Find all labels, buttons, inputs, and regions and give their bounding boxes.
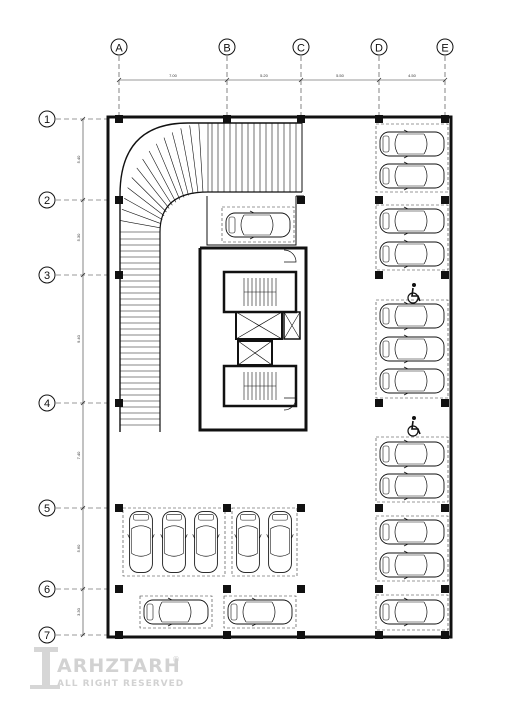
column-square	[223, 504, 231, 512]
structural-columns	[115, 115, 449, 639]
parked-cars	[128, 129, 445, 627]
column-square	[115, 504, 123, 512]
column-square	[297, 115, 305, 123]
car-icon	[227, 597, 293, 627]
car-icon	[267, 512, 294, 573]
parking-stalls	[122, 123, 449, 631]
grid-row-label: 4	[44, 398, 50, 410]
column-square	[115, 631, 123, 639]
car-icon	[379, 366, 445, 396]
column-square	[375, 115, 383, 123]
wheelchair-icon	[407, 416, 421, 437]
column-square	[375, 196, 383, 204]
watermark-logo-icon	[30, 647, 60, 689]
column-square	[375, 271, 383, 279]
watermark-tagline: ALL RIGHT RESERVED	[57, 679, 185, 689]
car-icon	[379, 129, 445, 159]
column-square	[441, 271, 449, 279]
column-square	[115, 196, 123, 204]
car-icon	[379, 239, 445, 269]
column-square	[297, 585, 305, 593]
column-square	[297, 196, 305, 204]
column-square	[297, 631, 305, 639]
car-icon	[161, 512, 188, 573]
car-icon	[379, 439, 445, 469]
car-icon	[379, 517, 445, 547]
dimension-lines: 7.00 5.20 5.50 4.50 5.40 5.30 9.40 7.40 5.60 3.30	[76, 73, 448, 638]
column-square	[375, 585, 383, 593]
column-dimension: 4.50	[408, 73, 417, 78]
column-square	[441, 504, 449, 512]
car-icon	[225, 210, 291, 240]
column-square	[115, 115, 123, 123]
grid-column-label: B	[223, 43, 230, 55]
row-dimension: 3.30	[76, 607, 81, 616]
column-square	[223, 631, 231, 639]
column-square	[441, 585, 449, 593]
ramp	[119, 122, 303, 432]
column-dimension: 5.50	[336, 73, 345, 78]
car-icon	[193, 512, 220, 573]
column-square	[223, 115, 231, 123]
car-icon	[379, 206, 445, 236]
car-icon	[235, 512, 262, 573]
grid-row-label: 2	[44, 195, 50, 207]
core	[198, 195, 308, 432]
wheelchair-icon	[407, 283, 421, 304]
column-square	[441, 115, 449, 123]
watermark-brand: ARHZTARH	[57, 655, 181, 677]
column-square	[375, 399, 383, 407]
row-dimension: 7.40	[76, 451, 81, 460]
grid-row-label: 1	[44, 114, 50, 126]
column-square	[375, 504, 383, 512]
column-dimension: 5.20	[260, 73, 269, 78]
column-square	[223, 585, 231, 593]
grid-row-label: 6	[44, 584, 50, 596]
grid-row-label: 3	[44, 270, 50, 282]
car-icon	[379, 597, 445, 627]
grid-column-label: E	[441, 43, 448, 55]
grid-column-label: A	[115, 43, 123, 55]
grid-row-label: 7	[44, 630, 50, 642]
car-icon	[128, 512, 155, 573]
row-dimension: 5.30	[76, 233, 81, 242]
car-icon	[379, 161, 445, 191]
column-square	[115, 399, 123, 407]
column-dimension: 7.00	[169, 73, 178, 78]
row-dimension: 9.40	[76, 334, 81, 343]
row-dimension: 5.40	[76, 155, 81, 164]
watermark-registered: ®	[172, 655, 180, 664]
outer-wall	[106, 115, 453, 639]
column-square	[441, 399, 449, 407]
column-square	[441, 196, 449, 204]
column-square	[441, 631, 449, 639]
car-icon	[143, 597, 209, 627]
column-square	[375, 631, 383, 639]
row-dimension: 5.60	[76, 544, 81, 553]
grid-column-label: C	[297, 43, 305, 55]
grid-row-label: 5	[44, 503, 50, 515]
grid-axes: A B C D E 1 2 3 4 5 6 7	[38, 38, 454, 644]
car-icon	[379, 550, 445, 580]
car-icon	[379, 301, 445, 331]
column-square	[115, 271, 123, 279]
car-icon	[379, 334, 445, 364]
column-square	[115, 585, 123, 593]
column-square	[297, 504, 305, 512]
grid-column-label: D	[375, 43, 383, 55]
car-icon	[379, 471, 445, 501]
